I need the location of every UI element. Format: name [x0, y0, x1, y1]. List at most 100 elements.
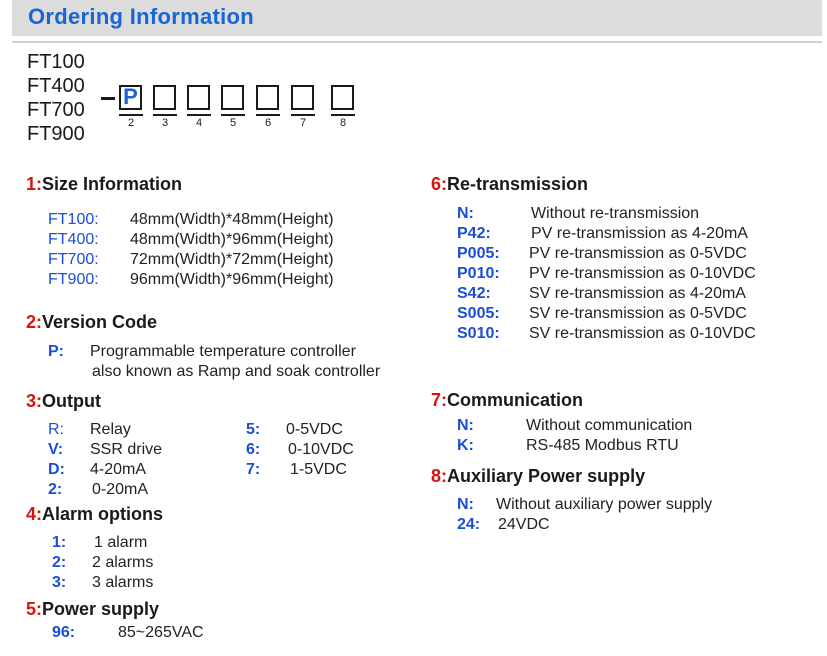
section-output-heading: 3:Output	[26, 391, 101, 412]
code-underline	[331, 114, 355, 116]
output-code: 6:	[246, 441, 261, 458]
retrans-code: P010:	[457, 265, 500, 282]
section-aux-heading: 8:Auxiliary Power supply	[431, 466, 645, 487]
model-ft100: FT100	[27, 51, 85, 73]
section-title: Output	[42, 391, 101, 411]
section-size-heading: 1:Size Information	[26, 174, 182, 195]
section-comm-heading: 7:Communication	[431, 390, 583, 411]
retrans-code: P005:	[457, 245, 500, 262]
section-title: Version Code	[42, 312, 158, 332]
section-title: Size Information	[42, 174, 183, 194]
output-desc: 0-5VDC	[286, 421, 343, 438]
section-title: Communication	[447, 390, 584, 410]
alarm-desc: 2 alarms	[92, 554, 154, 571]
aux-desc: 24VDC	[498, 516, 550, 533]
retrans-code: S42:	[457, 285, 491, 302]
page-title: Ordering Information	[28, 4, 254, 29]
retrans-code: S010:	[457, 325, 500, 342]
output-desc: SSR drive	[90, 441, 163, 458]
size-code: FT900:	[48, 271, 99, 288]
section-power-heading: 5:Power supply	[26, 599, 159, 620]
comm-code: N:	[457, 417, 474, 434]
code-underline	[153, 114, 177, 116]
retrans-code: N:	[457, 205, 474, 222]
retrans-desc: PV re-transmission as 0-10VDC	[529, 265, 756, 282]
comm-desc: RS-485 Modbus RTU	[526, 437, 679, 454]
model-ft700: FT700	[27, 99, 85, 121]
output-code: 7:	[246, 461, 261, 478]
section-title: Power supply	[42, 599, 160, 619]
size-code: FT400:	[48, 231, 99, 248]
size-desc: 48mm(Width)*96mm(Height)	[130, 231, 334, 248]
retrans-desc: PV re-transmission as 0-5VDC	[529, 245, 747, 262]
code-box-version: P	[119, 85, 142, 110]
section-number: 5:	[26, 599, 43, 619]
aux-code: N:	[457, 496, 474, 513]
header-divider	[12, 41, 822, 43]
alarm-code: 3:	[52, 574, 67, 591]
size-desc: 48mm(Width)*48mm(Height)	[130, 211, 334, 228]
output-code: R:	[48, 421, 64, 438]
section-title: Re-transmission	[447, 174, 589, 194]
section-retrans-heading: 6:Re-transmission	[431, 174, 588, 195]
section-number: 4:	[26, 504, 43, 524]
position-label: 8	[339, 117, 347, 129]
version-desc-line2: also known as Ramp and soak controller	[92, 363, 381, 380]
output-code: V:	[48, 441, 64, 458]
alarm-desc: 1 alarm	[94, 534, 148, 551]
position-label: 7	[299, 117, 307, 129]
section-title: Auxiliary Power supply	[447, 466, 646, 486]
position-label: 3	[161, 117, 169, 129]
model-ft900: FT900	[27, 123, 85, 145]
code-box-8	[331, 85, 354, 110]
alarm-desc: 3 alarms	[92, 574, 154, 591]
section-title: Alarm options	[42, 504, 164, 524]
code-underline	[119, 114, 143, 116]
output-code: 2:	[48, 481, 63, 498]
section-number: 7:	[431, 390, 448, 410]
position-label: 5	[229, 117, 237, 129]
version-code: P:	[48, 343, 64, 360]
code-underline	[291, 114, 315, 116]
position-label: 2	[127, 117, 135, 129]
aux-code: 24:	[457, 516, 481, 533]
output-desc: 0-10VDC	[288, 441, 354, 458]
code-underline	[187, 114, 211, 116]
code-box-3	[153, 85, 176, 110]
power-code: 96:	[52, 624, 76, 641]
code-box-6	[256, 85, 279, 110]
code-box-7	[291, 85, 314, 110]
alarm-code: 2:	[52, 554, 67, 571]
comm-code: K:	[457, 437, 474, 454]
size-code: FT100:	[48, 211, 99, 228]
retrans-desc: SV re-transmission as 4-20mA	[529, 285, 746, 302]
retrans-desc: Without re-transmission	[531, 205, 700, 222]
output-desc: 1-5VDC	[290, 461, 347, 478]
retrans-code: S005:	[457, 305, 500, 322]
section-number: 3:	[26, 391, 43, 411]
section-number: 8:	[431, 466, 448, 486]
section-version-heading: 2:Version Code	[26, 312, 157, 333]
output-code: 5:	[246, 421, 261, 438]
code-underline	[256, 114, 280, 116]
header-bar: Ordering Information	[12, 0, 822, 36]
alarm-code: 1:	[52, 534, 67, 551]
size-desc: 72mm(Width)*72mm(Height)	[130, 251, 334, 268]
section-number: 2:	[26, 312, 43, 332]
retrans-desc: SV re-transmission as 0-5VDC	[529, 305, 747, 322]
comm-desc: Without communication	[526, 417, 693, 434]
code-box-4	[187, 85, 210, 110]
retrans-desc: PV re-transmission as 4-20mA	[531, 225, 748, 242]
model-ft400: FT400	[27, 75, 85, 97]
power-desc: 85~265VAC	[118, 624, 204, 641]
position-label: 6	[264, 117, 272, 129]
retrans-desc: SV re-transmission as 0-10VDC	[529, 325, 756, 342]
output-code: D:	[48, 461, 65, 478]
output-desc: 4-20mA	[90, 461, 147, 478]
section-number: 6:	[431, 174, 448, 194]
model-dash	[101, 97, 115, 100]
size-desc: 96mm(Width)*96mm(Height)	[130, 271, 334, 288]
version-desc-line1: Programmable temperature controller	[90, 343, 356, 360]
aux-desc: Without auxiliary power supply	[496, 496, 713, 513]
section-alarm-heading: 4:Alarm options	[26, 504, 163, 525]
